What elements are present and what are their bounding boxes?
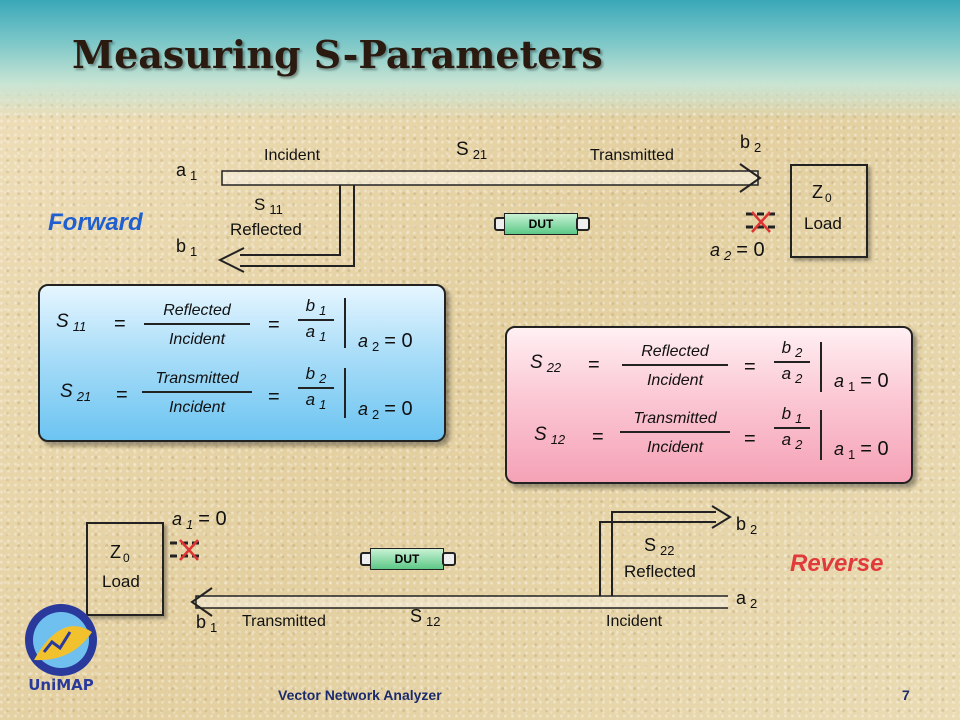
footer-title: Vector Network Analyzer [278, 687, 442, 703]
forward-reflected-label: Reflected [230, 220, 302, 239]
s11-equals: = [114, 313, 126, 335]
forward-incident-arrow [221, 170, 759, 186]
forward-transmitted-label: Transmitted [590, 147, 674, 164]
s21-equals: = [116, 384, 128, 406]
logo-text: UniMAP [28, 676, 94, 694]
dut-label: DUT [370, 548, 444, 570]
forward-label: Forward [48, 209, 143, 236]
reverse-label: Reverse [790, 550, 884, 577]
s22-equals: = [588, 354, 600, 376]
forward-dut: DUT [494, 213, 590, 235]
dut-label: DUT [504, 213, 578, 235]
reverse-dut: DUT [360, 548, 456, 570]
forward-equations-box [38, 284, 446, 442]
reverse-incident-label: Incident [606, 613, 663, 630]
forward-disconnect-x [751, 211, 771, 233]
page-title: Measuring S-Parameters [72, 32, 603, 77]
header-banner [0, 0, 960, 120]
forward-load-label: Load [804, 214, 842, 233]
university-logo-icon: UniMAP [22, 602, 100, 696]
reverse-transmitted-label: Transmitted [242, 613, 326, 630]
footer-page-number: 7 [902, 687, 910, 703]
forward-reflected-arrow [240, 185, 341, 256]
s12-equals-2: = [744, 428, 756, 450]
reverse-incident-arrow [195, 595, 728, 609]
forward-incident-label: Incident [264, 147, 321, 164]
s21-equals-2: = [268, 386, 280, 408]
s11-equals-2: = [268, 314, 280, 336]
reverse-load-label: Load [102, 572, 140, 591]
s22-equals-2: = [744, 356, 756, 378]
s12-equals: = [592, 426, 604, 448]
reverse-reflected-label: Reflected [624, 562, 696, 581]
reverse-equations-box [505, 326, 913, 484]
reverse-reflected-arrow [599, 521, 716, 596]
reverse-disconnect-x [179, 539, 199, 561]
